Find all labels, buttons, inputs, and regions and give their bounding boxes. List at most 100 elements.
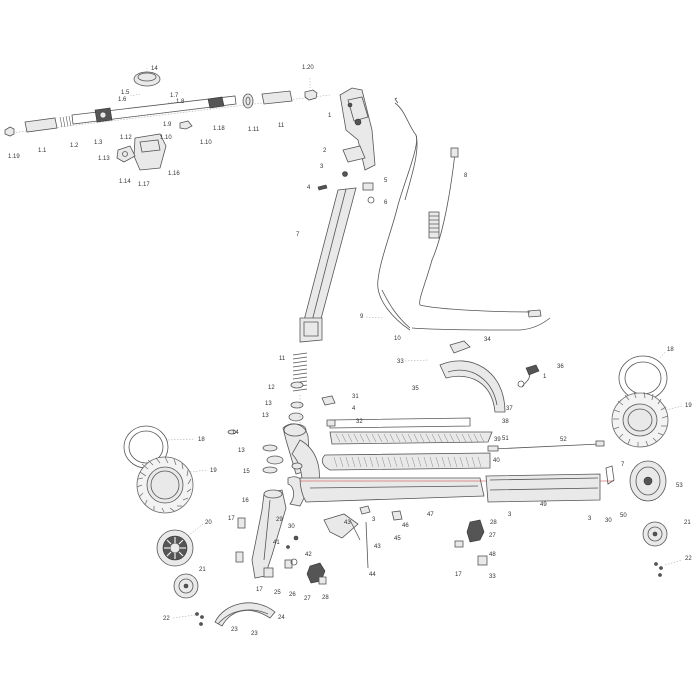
stem-tube — [301, 187, 357, 331]
handlebar-head — [339, 87, 376, 171]
callout-1.12: 1.12 — [120, 135, 132, 141]
steering-column: 1 2 3 4 5 6 7 11 12 13 13 — [262, 87, 388, 455]
rear-wheel-group: 18 19 21 22 — [611, 347, 692, 577]
bell-part — [179, 120, 193, 130]
callout-33: 33 — [397, 359, 404, 365]
callout-2: 2 — [323, 148, 327, 154]
callout-4: 4 — [307, 185, 311, 191]
callout-1.20: 1.20 — [302, 65, 314, 71]
callout-5: 5 — [384, 178, 388, 184]
callout-27: 27 — [304, 596, 311, 602]
callout-3: 3 — [320, 164, 324, 170]
callout-1.8: 1.8 — [176, 99, 185, 105]
callout-6: 6 — [384, 200, 388, 206]
left-switch — [116, 145, 136, 163]
callout-52: 52 — [560, 437, 567, 443]
callout-1b: 1 — [543, 374, 547, 380]
callout-1.17: 1.17 — [138, 182, 150, 188]
callout-35: 35 — [412, 386, 419, 392]
callout-1.14: 1.14 — [119, 179, 131, 185]
callout-1.3: 1.3 — [94, 140, 103, 146]
callout-17: 17 — [228, 516, 235, 522]
callout-31: 31 — [352, 394, 359, 400]
callout-27b: 27 — [489, 533, 496, 539]
callout-1.13: 1.13 — [98, 156, 110, 162]
tail-light — [525, 364, 540, 376]
collar-1 — [242, 93, 254, 109]
callout-29: 29 — [276, 517, 283, 523]
callout-47: 47 — [427, 512, 434, 518]
callout-37: 37 — [506, 406, 513, 412]
callout-3d: 3 — [588, 516, 592, 522]
callout-17b: 17 — [256, 587, 263, 593]
battery-cover — [485, 473, 601, 503]
callout-1.5: 1.5 — [121, 90, 130, 96]
deck-frame — [299, 477, 485, 503]
callout-43: 43 — [344, 520, 351, 526]
callout-11: 11 — [279, 356, 286, 362]
callout-1.16: 1.16 — [168, 171, 180, 177]
callout-9: 9 — [360, 314, 364, 320]
handlebar-subassembly: 14 1.20 1.5 1.6 1.7 1.8 1.19 1.1 1.2 1.3… — [4, 65, 331, 188]
callout-34: 34 — [484, 337, 491, 343]
callout-12: 12 — [268, 385, 275, 391]
callout-40: 40 — [493, 458, 500, 464]
callout-7b: 7 — [621, 462, 625, 468]
callout-44: 44 — [369, 572, 376, 578]
callout-45: 45 — [394, 536, 401, 542]
controller-unit — [466, 519, 485, 543]
callout-21: 21 — [199, 567, 206, 573]
left-grip — [24, 117, 58, 133]
callout-32: 32 — [356, 419, 363, 425]
callout-21b: 21 — [684, 520, 691, 526]
callout-51: 51 — [502, 436, 509, 442]
fork-group: 14 13 15 16 17 17 23 23 24 25 26 27 28 2… — [214, 423, 329, 637]
callout-1.19: 1.19 — [8, 154, 20, 160]
callout-39: 39 — [494, 437, 501, 443]
rear-fender — [439, 360, 506, 413]
callout-36: 36 — [557, 364, 564, 370]
callout-53: 53 — [676, 483, 683, 489]
callout-16: 16 — [242, 498, 249, 504]
callout-1.2: 1.2 — [70, 143, 79, 149]
callout-3c: 3 — [508, 512, 512, 518]
callout-1.10: 1.10 — [200, 140, 212, 146]
callout-28: 28 — [322, 595, 329, 601]
callout-25: 25 — [274, 590, 281, 596]
callout-4b: 4 — [352, 406, 356, 412]
callout-18b: 18 — [667, 347, 674, 353]
cable-51-52 — [492, 443, 601, 450]
callout-13b: 13 — [262, 413, 269, 419]
callout-38: 38 — [502, 419, 509, 425]
callout-14: 14 — [232, 430, 239, 436]
callout-41: 41 — [273, 540, 280, 546]
callout-8: 8 — [464, 173, 468, 179]
cable-boot — [428, 211, 440, 239]
callout-1.1: 1.1 — [38, 148, 47, 154]
grip-end-cap-right — [304, 89, 318, 101]
callout-22: 22 — [163, 616, 170, 622]
callout-33b: 33 — [489, 574, 496, 580]
callout-30b: 30 — [605, 518, 612, 524]
callout-1.6: 1.6 — [118, 97, 127, 103]
callout-28b: 28 — [490, 520, 497, 526]
callout-49: 49 — [540, 502, 547, 508]
callout-1.11-collar: 1.11 — [248, 127, 260, 133]
callout-1.18: 1.18 — [213, 126, 225, 132]
callout-48: 48 — [489, 552, 496, 558]
callout-13c: 13 — [238, 448, 245, 454]
brake-cable: 8 9 10 — [360, 97, 551, 342]
callout-11-grip: 11 — [278, 123, 285, 129]
brake-block — [207, 96, 225, 109]
handlebar-tube — [71, 95, 237, 125]
callout-19: 19 — [210, 468, 217, 474]
callout-3b: 3 — [372, 517, 376, 523]
callout-18: 18 — [198, 437, 205, 443]
callout-22b: 22 — [685, 556, 692, 562]
callout-1.9: 1.9 — [163, 122, 172, 128]
callout-26: 26 — [289, 592, 296, 598]
deck-group: 34 33 35 36 37 38 39 40 31 4 32 47 49 43… — [299, 337, 683, 580]
callout-17c: 17 — [455, 572, 462, 578]
callout-15: 15 — [243, 469, 250, 475]
